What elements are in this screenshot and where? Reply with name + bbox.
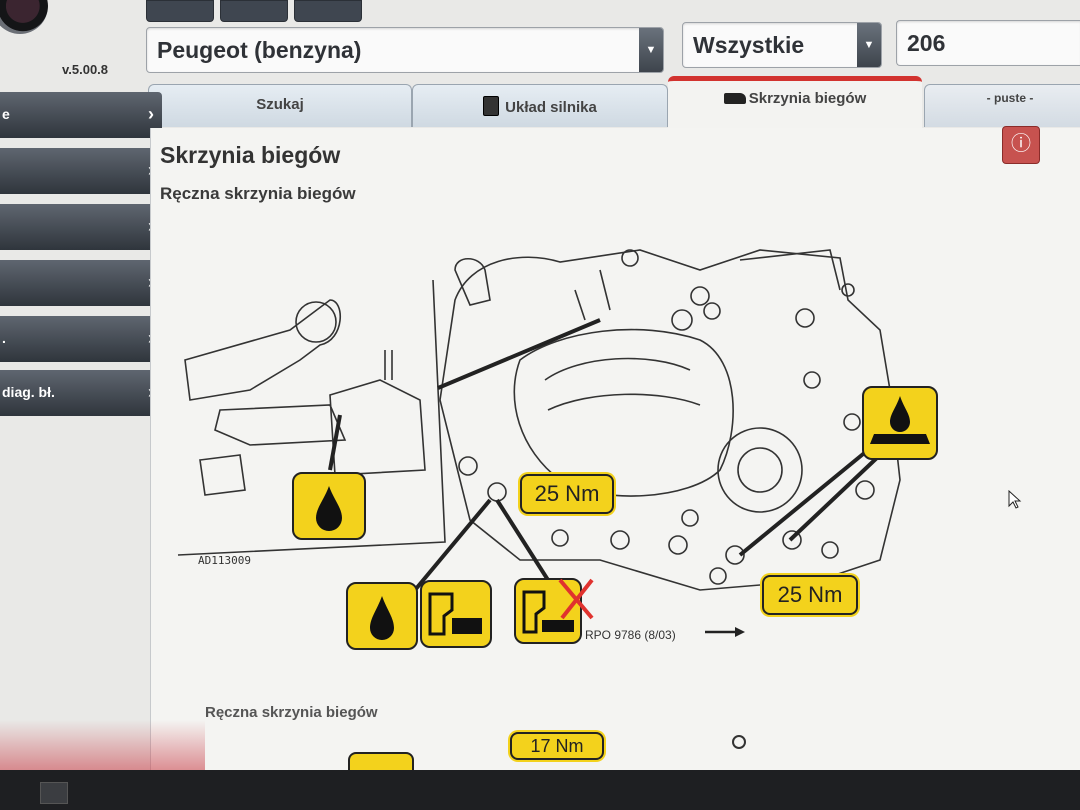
seal-joint-icon	[420, 580, 492, 648]
tab-label-row: Skrzynia biegów	[668, 90, 922, 107]
oil-drop-icon	[346, 582, 418, 650]
version-label: v.5.00.8	[62, 62, 109, 77]
torque-label: 25 Nm	[520, 474, 614, 514]
sidebar-item-label: e	[2, 106, 10, 122]
chevron-down-icon[interactable]: ▼	[639, 28, 663, 72]
tab-skrzynia-biegow[interactable]: Skrzynia biegów	[668, 76, 922, 133]
page-subtitle: Ręczna skrzynia biegów	[160, 184, 356, 203]
sidebar-glow	[0, 720, 205, 770]
pin-icon	[732, 735, 746, 749]
toolbar-button-2[interactable]	[220, 0, 288, 22]
oil-level-icon	[862, 386, 938, 460]
engine-layout-icon	[483, 96, 500, 116]
error-codes-button[interactable]: ⓘ	[1002, 126, 1040, 164]
toolbar-button-3[interactable]	[294, 0, 362, 22]
tab-label: Szukaj	[256, 96, 304, 113]
sidebar-item-2[interactable]: ›	[0, 148, 162, 194]
taskbar	[0, 770, 1080, 810]
brand-select-value: Peugeot (benzyna)	[157, 37, 362, 63]
start-button[interactable]	[40, 782, 68, 804]
gearbox-diagram	[177, 249, 901, 637]
model-field-value: 206	[907, 30, 946, 56]
application-window: v.5.00.8 Peugeot (benzyna) ▼ Wszystkie ▼…	[0, 0, 1080, 772]
tab-label: Skrzynia biegów	[748, 90, 867, 107]
sidebar-item-label: diag. bł.	[2, 384, 55, 400]
cross-icon	[558, 578, 594, 620]
brand-select[interactable]: Peugeot (benzyna) ▼	[146, 27, 664, 73]
figure-id: AD113009	[198, 554, 251, 567]
rpo-reference: RPO 9786 (8/03)	[585, 628, 676, 642]
no-sealant-icon	[514, 578, 582, 644]
tab-label: Układ silnika	[505, 99, 597, 116]
chevron-down-icon[interactable]: ▼	[857, 23, 881, 67]
torque-label: 25 Nm	[762, 575, 858, 615]
cursor-icon	[1008, 490, 1022, 509]
section-title: Ręczna skrzynia biegów	[205, 704, 378, 721]
sidebar-item-1[interactable]: e ›	[0, 92, 162, 138]
sidebar-item-4[interactable]: ›	[0, 260, 162, 306]
filter-select-value: Wszystkie	[693, 32, 805, 58]
model-field[interactable]: 206	[896, 20, 1080, 66]
tab-uklad-silnika[interactable]: Układ silnika	[412, 84, 668, 127]
oil-drop-icon	[292, 472, 366, 540]
toolbar-button-1[interactable]	[146, 0, 214, 22]
filter-select[interactable]: Wszystkie ▼	[682, 22, 882, 68]
sidebar-item-diag[interactable]: diag. bł. ›	[0, 370, 162, 416]
chevron-right-icon: ›	[148, 104, 154, 124]
oil-can-icon	[723, 93, 746, 104]
page-title: Skrzynia biegów	[160, 142, 341, 168]
tab-label-row: Układ silnika	[413, 96, 667, 116]
callout-icon-partial	[348, 752, 414, 772]
tab-szukaj[interactable]: Szukaj	[148, 84, 412, 127]
tab-label: - puste -	[986, 91, 1034, 105]
tab-puste[interactable]: - puste -	[924, 84, 1080, 127]
sidebar-item-label: .	[2, 330, 6, 346]
torque-label: 17 Nm	[510, 732, 604, 760]
